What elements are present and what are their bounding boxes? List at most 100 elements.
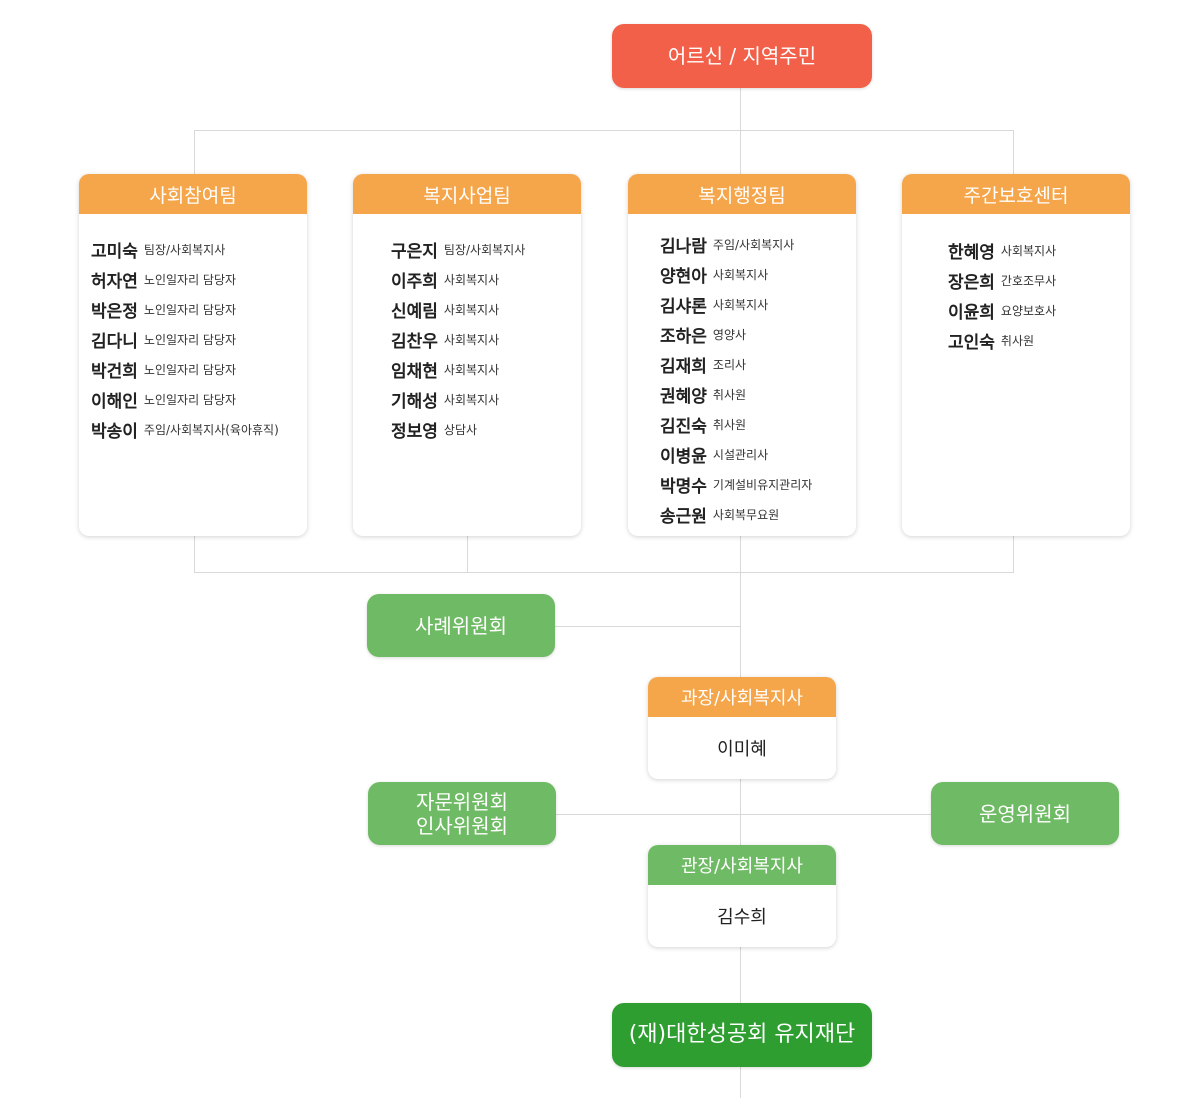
member-row: 송근원 사회복무요원: [660, 499, 812, 529]
manager-title: 과장/사회복지사: [648, 677, 836, 717]
member-role: 주임/사회복지사: [712, 237, 795, 252]
member-row: 김다니 노인일자리 담당자: [91, 324, 279, 354]
member-row: 고인숙 취사원: [948, 325, 1056, 355]
member-name: 박건희: [91, 361, 138, 382]
manager-node: 과장/사회복지사 이미혜: [648, 677, 836, 779]
member-role: 사회복지사: [443, 302, 500, 317]
connector-line: [556, 814, 932, 815]
member-name: 김나람: [660, 236, 707, 257]
director-title: 관장/사회복지사: [648, 845, 836, 885]
member-name: 김진숙: [660, 416, 707, 437]
member-row: 이주희 사회복지사: [391, 264, 525, 294]
member-name: 이해인: [91, 391, 138, 412]
member-role: 사회복무요원: [712, 507, 780, 522]
member-name: 박송이: [91, 421, 138, 442]
member-role: 주임/사회복지사(육아휴직): [143, 422, 279, 437]
member-role: 취사원: [712, 417, 747, 432]
operating-committee-label: 운영위원회: [979, 801, 1071, 826]
member-role: 노인일자리 담당자: [143, 332, 237, 347]
member-row: 이윤희 요양보호사: [948, 295, 1056, 325]
member-role: 노인일자리 담당자: [143, 272, 237, 287]
member-name: 조하은: [660, 326, 707, 347]
member-name: 김재희: [660, 356, 707, 377]
member-row: 김샤론 사회복지사: [660, 289, 812, 319]
member-role: 사회복지사: [1000, 243, 1057, 258]
member-name: 이윤희: [948, 302, 995, 323]
member-row: 이병윤 시설관리사: [660, 439, 812, 469]
member-name: 김샤론: [660, 296, 707, 317]
member-name: 박은정: [91, 301, 138, 322]
connector-line: [555, 626, 741, 627]
operating-committee-node: 운영위원회: [931, 782, 1119, 845]
member-role: 시설관리사: [712, 447, 769, 462]
member-name: 임채현: [391, 361, 438, 382]
member-row: 김나람 주임/사회복지사: [660, 229, 812, 259]
connector-line: [194, 536, 195, 572]
member-role: 사회복지사: [443, 362, 500, 377]
member-role: 취사원: [712, 387, 747, 402]
director-name: 김수희: [717, 907, 767, 928]
advisory-committee-node: 자문위원회 인사위원회: [368, 782, 556, 845]
team-title: 복지행정팀: [628, 174, 856, 214]
member-name: 정보영: [391, 421, 438, 442]
top-node-residents: 어르신 / 지역주민: [612, 24, 872, 88]
member-row: 허자연 노인일자리 담당자: [91, 264, 279, 294]
member-name: 이주희: [391, 271, 438, 292]
case-committee-node: 사례위원회: [367, 594, 555, 657]
member-name: 신예림: [391, 301, 438, 322]
connector-line: [194, 130, 1014, 131]
member-name: 양현아: [660, 266, 707, 287]
member-role: 사회복지사: [443, 272, 500, 287]
foundation-node: (재)대한성공회 유지재단: [612, 1003, 872, 1067]
personnel-committee-label: 인사위원회: [416, 813, 508, 838]
team-title: 주간보호센터: [902, 174, 1130, 214]
member-role: 사회복지사: [712, 297, 769, 312]
top-node-label: 어르신 / 지역주민: [667, 44, 817, 68]
case-committee-label: 사례위원회: [415, 613, 507, 638]
member-name: 기해성: [391, 391, 438, 412]
connector-line: [1013, 130, 1014, 174]
member-role: 노인일자리 담당자: [143, 302, 237, 317]
team-title: 사회참여팀: [79, 174, 307, 214]
member-name: 이병윤: [660, 446, 707, 467]
member-role: 사회복지사: [443, 392, 500, 407]
member-row: 정보영 상담사: [391, 414, 525, 444]
member-row: 양현아 사회복지사: [660, 259, 812, 289]
member-role: 취사원: [1000, 333, 1035, 348]
connector-line: [467, 536, 468, 572]
connector-line: [194, 130, 195, 174]
connector-line: [1013, 536, 1014, 572]
member-role: 영양사: [712, 327, 747, 342]
member-name: 김다니: [91, 331, 138, 352]
member-name: 고인숙: [948, 332, 995, 353]
member-role: 요양보호사: [1000, 303, 1057, 318]
member-row: 권혜양 취사원: [660, 379, 812, 409]
manager-name: 이미혜: [717, 739, 767, 760]
foundation-label: (재)대한성공회 유지재단: [628, 1021, 856, 1047]
member-name: 한혜영: [948, 242, 995, 263]
team-title: 복지사업팀: [353, 174, 581, 214]
member-row: 신예림 사회복지사: [391, 294, 525, 324]
member-row: 김진숙 취사원: [660, 409, 812, 439]
member-name: 송근원: [660, 506, 707, 527]
member-name: 허자연: [91, 271, 138, 292]
member-name: 김찬우: [391, 331, 438, 352]
member-row: 박송이 주임/사회복지사(육아휴직): [91, 414, 279, 444]
member-name: 권혜양: [660, 386, 707, 407]
member-role: 상담사: [443, 422, 478, 437]
member-name: 고미숙: [91, 241, 138, 262]
member-row: 임채현 사회복지사: [391, 354, 525, 384]
member-role: 사회복지사: [712, 267, 769, 282]
member-role: 조리사: [712, 357, 747, 372]
member-row: 조하은 영양사: [660, 319, 812, 349]
advisory-committee-label: 자문위원회: [416, 789, 508, 814]
member-row: 한혜영 사회복지사: [948, 235, 1056, 265]
